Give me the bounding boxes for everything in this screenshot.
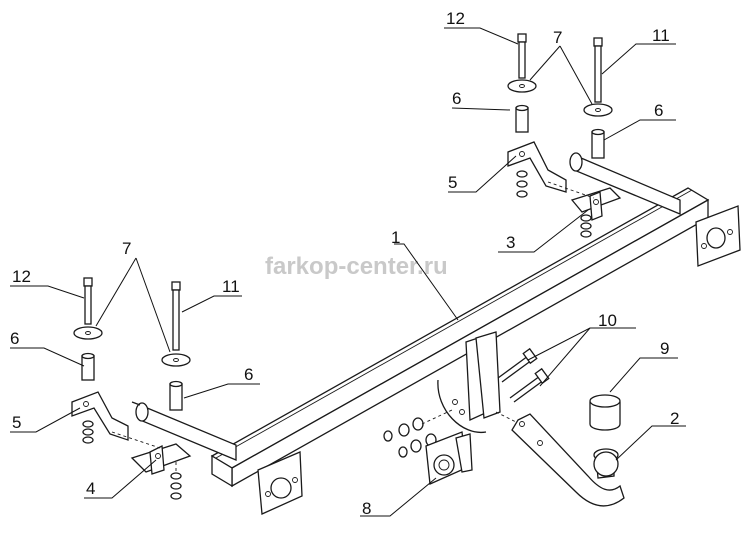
long-bolt-upper [497, 347, 538, 383]
callout-11-left: 11 [222, 277, 240, 296]
callout-6-left-a: 6 [10, 329, 19, 348]
left-side-arm [131, 401, 237, 461]
left-end-plate [257, 451, 303, 515]
left-nut-stack [82, 420, 94, 444]
callout-1: 1 [391, 228, 400, 247]
right-bracket-3-nuts [580, 214, 592, 238]
right-spacer-6b [591, 128, 605, 159]
socket-plate [425, 431, 473, 485]
right-side-arm [569, 152, 681, 215]
callout-10: 10 [598, 311, 617, 330]
right-bolt-11 [593, 37, 603, 103]
right-washer-7a [507, 79, 537, 93]
right-bracket-5 [507, 141, 567, 193]
callout-12-left: 12 [12, 267, 31, 286]
callout-7-left: 7 [122, 239, 131, 258]
left-bolt-11 [171, 281, 181, 351]
callout-11-top: 11 [652, 26, 670, 45]
callout-6-top-a: 6 [452, 89, 461, 108]
callout-5-left: 5 [12, 413, 21, 432]
ball-cover [589, 394, 621, 431]
left-bolt-12 [83, 277, 93, 325]
centre-mount-bracket [437, 331, 501, 433]
right-spacer-6a [515, 104, 529, 133]
callout-6-top-b: 6 [654, 101, 663, 120]
watermark: farkop-center.ru [265, 253, 448, 280]
callout-4: 4 [86, 479, 95, 498]
callout-3: 3 [506, 233, 515, 252]
right-nut-stack [516, 170, 528, 198]
left-bracket-4-nuts [170, 462, 182, 500]
left-spacer-6a [81, 352, 95, 381]
callout-7-top: 7 [553, 28, 562, 47]
left-washer-7b [161, 353, 191, 367]
callout-5-top: 5 [448, 173, 457, 192]
callout-2: 2 [670, 409, 679, 428]
tow-ball [593, 448, 619, 479]
leader-lines [10, 27, 686, 517]
left-bracket-5 [71, 391, 129, 441]
left-bracket-4 [111, 431, 192, 475]
callout-9: 9 [660, 339, 669, 358]
callout-6-left-b: 6 [244, 365, 253, 384]
tow-ball-arm [495, 411, 625, 507]
right-bolt-12 [517, 33, 527, 79]
left-spacer-6b [169, 380, 183, 411]
long-bolt-lower [509, 367, 550, 403]
callout-8: 8 [362, 499, 371, 518]
right-bracket-3 [547, 181, 622, 221]
left-washer-7a [73, 326, 103, 340]
right-end-plate [695, 205, 741, 267]
right-washer-7b [583, 103, 613, 117]
callout-12-top: 12 [446, 9, 465, 28]
